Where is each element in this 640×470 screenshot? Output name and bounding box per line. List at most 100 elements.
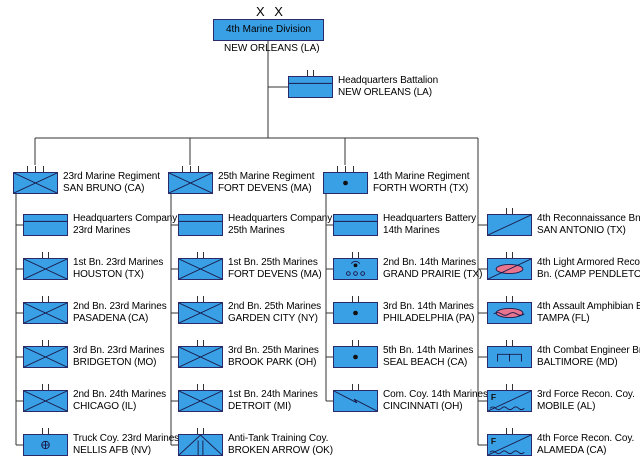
assault-amphibian-symbol[interactable]	[487, 302, 532, 324]
unit-3-0-label: 4th Reconnaissance Bn.SAN ANTONIO (TX)	[537, 213, 640, 237]
unit-location: BRIDGETON (MO)	[73, 357, 157, 368]
infantry-battalion-symbol[interactable]	[23, 346, 68, 368]
svg-text:F: F	[491, 392, 496, 402]
infantry-battalion-symbol[interactable]	[178, 390, 223, 412]
anti-tank-symbol[interactable]	[178, 434, 223, 456]
unit-name: Headquarters Battery	[383, 213, 477, 224]
unit-location: MOBILE (AL)	[537, 401, 596, 412]
infantry-battalion-symbol[interactable]	[23, 390, 68, 412]
unit-name: 4th Light Armored Recon.	[537, 257, 640, 268]
unit-name: 2nd Bn. 14th Marines	[383, 257, 477, 268]
unit-name: 4th Assault Amphibian Bn.	[537, 301, 640, 312]
unit-1-5-label: Anti-Tank Training Coy.BROKEN ARROW (OK)	[228, 433, 333, 457]
unit-name: Headquarters Company	[73, 213, 178, 224]
unit-location: 23rd Marines	[73, 225, 131, 236]
force-recon-symbol[interactable]: F	[487, 390, 532, 412]
unit-name: 1st Bn. 25th Marines	[228, 257, 318, 268]
division-location: NEW ORLEANS (LA)	[224, 43, 320, 54]
unit-name: Com. Coy. 14th Marines	[383, 389, 488, 400]
unit-name: 2nd Bn. 25th Marines	[228, 301, 322, 312]
infantry-battalion-symbol[interactable]	[178, 302, 223, 324]
unit-location: TAMPA (FL)	[537, 313, 590, 324]
unit-location: PASADENA (CA)	[73, 313, 149, 324]
combat-engineer-symbol[interactable]	[487, 346, 532, 368]
hq-battalion-symbol[interactable]	[288, 76, 333, 98]
unit-location: CINCINNATI (OH)	[383, 401, 463, 412]
unit-name: 1st Bn. 23rd Marines	[73, 257, 164, 268]
unit-name: 5th Bn. 14th Marines	[383, 345, 474, 356]
force-recon-symbol[interactable]: F	[487, 434, 532, 456]
reconnaissance-symbol[interactable]	[487, 214, 532, 236]
unit-name: Truck Coy. 23rd Marines	[73, 433, 180, 444]
unit-location: HOUSTON (TX)	[73, 269, 144, 280]
unit-location: 25th Marines	[228, 225, 285, 236]
unit-location: GRAND PRAIRIE (TX)	[383, 269, 483, 280]
unit-location: FORT DEVENS (MA)	[218, 183, 312, 194]
unit-location: 14th Marines	[383, 225, 440, 236]
artillery-battalion-symbol[interactable]	[333, 346, 378, 368]
artillery-regiment-symbol[interactable]	[323, 172, 368, 194]
echelon-marker: X X	[256, 4, 286, 19]
unit-name: 25th Marine Regiment	[218, 171, 315, 182]
infantry-battalion-symbol[interactable]	[23, 302, 68, 324]
truck-company-symbol[interactable]	[23, 434, 68, 456]
light-armored-recon-symbol[interactable]	[487, 258, 532, 280]
unit-location: PHILADELPHIA (PA)	[383, 313, 475, 324]
unit-name: 14th Marine Regiment	[373, 171, 470, 182]
unit-location: SAN ANTONIO (TX)	[537, 225, 626, 236]
infantry-battalion-symbol[interactable]	[23, 258, 68, 280]
division-box[interactable]: 4th Marine Division	[213, 19, 324, 41]
infantry-regiment-symbol[interactable]	[13, 172, 58, 194]
unit-name: 4th Reconnaissance Bn.	[537, 213, 640, 224]
unit-name: 3rd Bn. 14th Marines	[383, 301, 474, 312]
unit-name: 3rd Bn. 25th Marines	[228, 345, 319, 356]
unit-name: 23rd Marine Regiment	[63, 171, 160, 182]
infantry-battalion-symbol[interactable]	[178, 258, 223, 280]
unit-location: BALTIMORE (MD)	[537, 357, 618, 368]
unit-location: ALAMEDA (CA)	[537, 445, 607, 456]
unit-name: 2nd Bn. 23rd Marines	[73, 301, 167, 312]
infantry-regiment-symbol[interactable]	[168, 172, 213, 194]
unit-name: 2nd Bn. 24th Marines	[73, 389, 167, 400]
unit-3-1-label: 4th Light Armored Recon.Bn. (CAMP PENDLE…	[537, 257, 640, 281]
hq-company-symbol[interactable]	[178, 214, 223, 236]
hq-company-symbol[interactable]	[23, 214, 68, 236]
unit-location: DETROIT (MI)	[228, 401, 292, 412]
unit-location: GARDEN CITY (NY)	[228, 313, 318, 324]
hq-battery-symbol[interactable]	[333, 214, 378, 236]
unit-location: BROOK PARK (OH)	[228, 357, 317, 368]
unit-name: 4th Force Recon. Coy.	[537, 433, 635, 444]
svg-text:F: F	[491, 436, 496, 446]
unit-3-3-label: 4th Combat Engineer Bn.BALTIMORE (MD)	[537, 345, 640, 369]
unit-location: SAN BRUNO (CA)	[63, 183, 145, 194]
unit-name: Headquarters Company	[228, 213, 333, 224]
unit-location: FORT DEVENS (MA)	[228, 269, 322, 280]
unit-location: CHICAGO (IL)	[73, 401, 137, 412]
infantry-battalion-symbol[interactable]	[178, 346, 223, 368]
unit-3-5-label: 4th Force Recon. Coy.ALAMEDA (CA)	[537, 433, 634, 457]
artillery-battalion-symbol[interactable]	[333, 302, 378, 324]
unit-location: SEAL BEACH (CA)	[383, 357, 468, 368]
rocket-artillery-symbol[interactable]	[333, 258, 378, 280]
unit-name: 4th Combat Engineer Bn.	[537, 345, 640, 356]
signal-company-symbol[interactable]	[333, 390, 378, 412]
